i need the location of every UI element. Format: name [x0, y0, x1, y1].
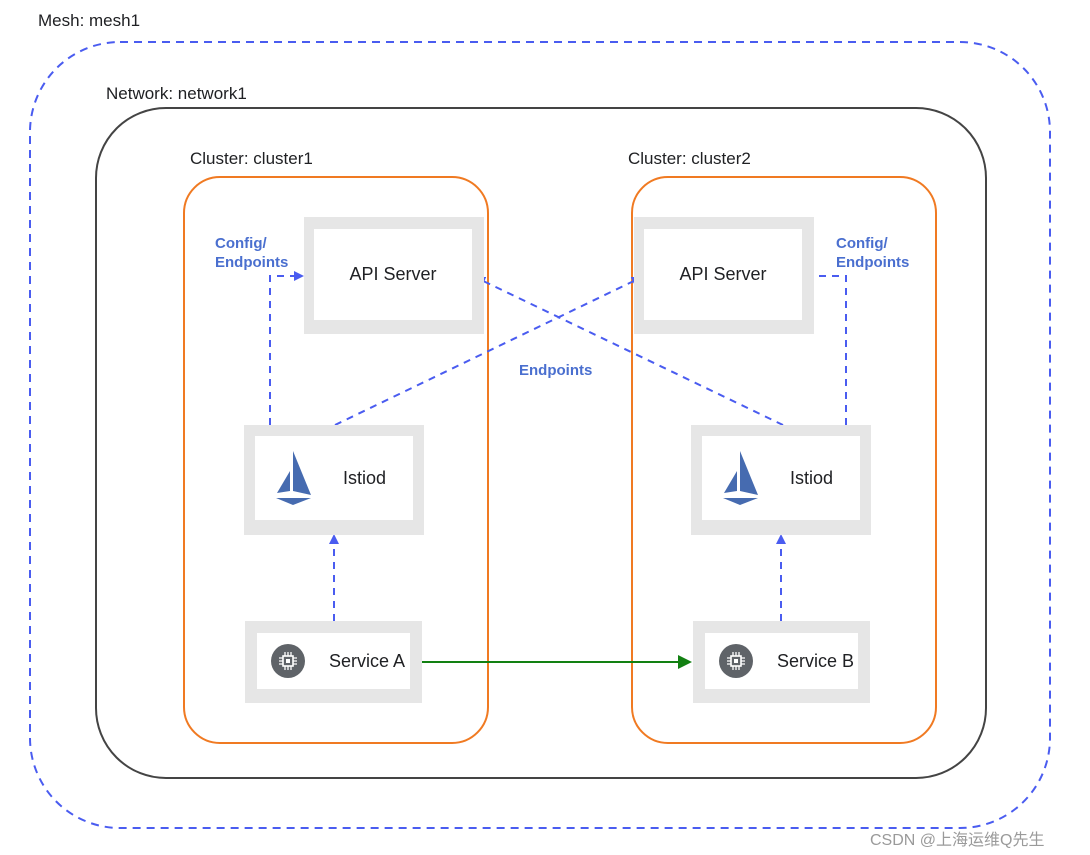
cluster1-api-server-label: API Server: [349, 264, 437, 284]
cluster1-api-server-node[interactable]: API Server: [304, 217, 484, 334]
cluster1-api-server-card: API Server: [314, 229, 472, 320]
cluster1-istiod-label: Istiod: [343, 467, 387, 488]
service-a-card: Service A: [257, 633, 410, 689]
cluster2-api-server-card: API Server: [644, 229, 802, 320]
chip-icon: [719, 644, 753, 678]
cluster1-config-arrow: [269, 271, 304, 425]
service-a-node[interactable]: Service A: [245, 621, 422, 703]
chip-icon: [271, 644, 305, 678]
cross-endpoints-label: Endpoints: [519, 362, 593, 379]
service-b-card: Service B: [705, 633, 858, 689]
cluster2-config-label-line1: Config/: [836, 235, 888, 252]
cluster1-istiod-card: Istiod: [255, 436, 413, 520]
cluster2-config-label-line2: Endpoints: [836, 254, 910, 271]
mesh-boundary: [29, 41, 1051, 829]
service-a-label: Service A: [329, 650, 406, 671]
cluster2-label: Cluster: cluster2: [628, 149, 751, 168]
cluster2-config-label: Config/ Endpoints: [836, 234, 909, 272]
cluster2-istiod-node[interactable]: Istiod: [691, 425, 871, 535]
watermark: CSDN @上海运维Q先生: [870, 832, 1045, 849]
service-b-label: Service B: [777, 650, 855, 671]
cluster2-boundary: [631, 176, 937, 744]
cross-arrow-istiod1-to-api2: [334, 276, 642, 426]
cluster1-istiod-node[interactable]: Istiod: [244, 425, 424, 535]
cluster1-config-label: Config/ Endpoints: [215, 234, 288, 272]
istio-logo-icon: [723, 451, 758, 505]
cluster1-label: Cluster: cluster1: [190, 149, 313, 168]
cluster1-config-label-line2: Endpoints: [215, 254, 289, 271]
istio-logo-icon: [276, 451, 311, 505]
network-label: Network: network1: [106, 84, 247, 103]
cluster1-config-label-line1: Config/: [215, 235, 267, 252]
network-boundary: [95, 107, 987, 779]
service-b-node[interactable]: Service B: [693, 621, 870, 703]
cross-arrow-istiod2-to-api1: [475, 276, 784, 426]
cluster2-istiod-label: Istiod: [790, 467, 834, 488]
cluster2-istiod-card: Istiod: [702, 436, 860, 520]
cluster2-api-server-node[interactable]: API Server: [634, 217, 814, 334]
cluster1-boundary: [183, 176, 489, 744]
cluster2-config-arrow: [802, 271, 847, 425]
cluster2-api-server-label: API Server: [679, 264, 767, 284]
mesh-label: Mesh: mesh1: [38, 11, 141, 30]
